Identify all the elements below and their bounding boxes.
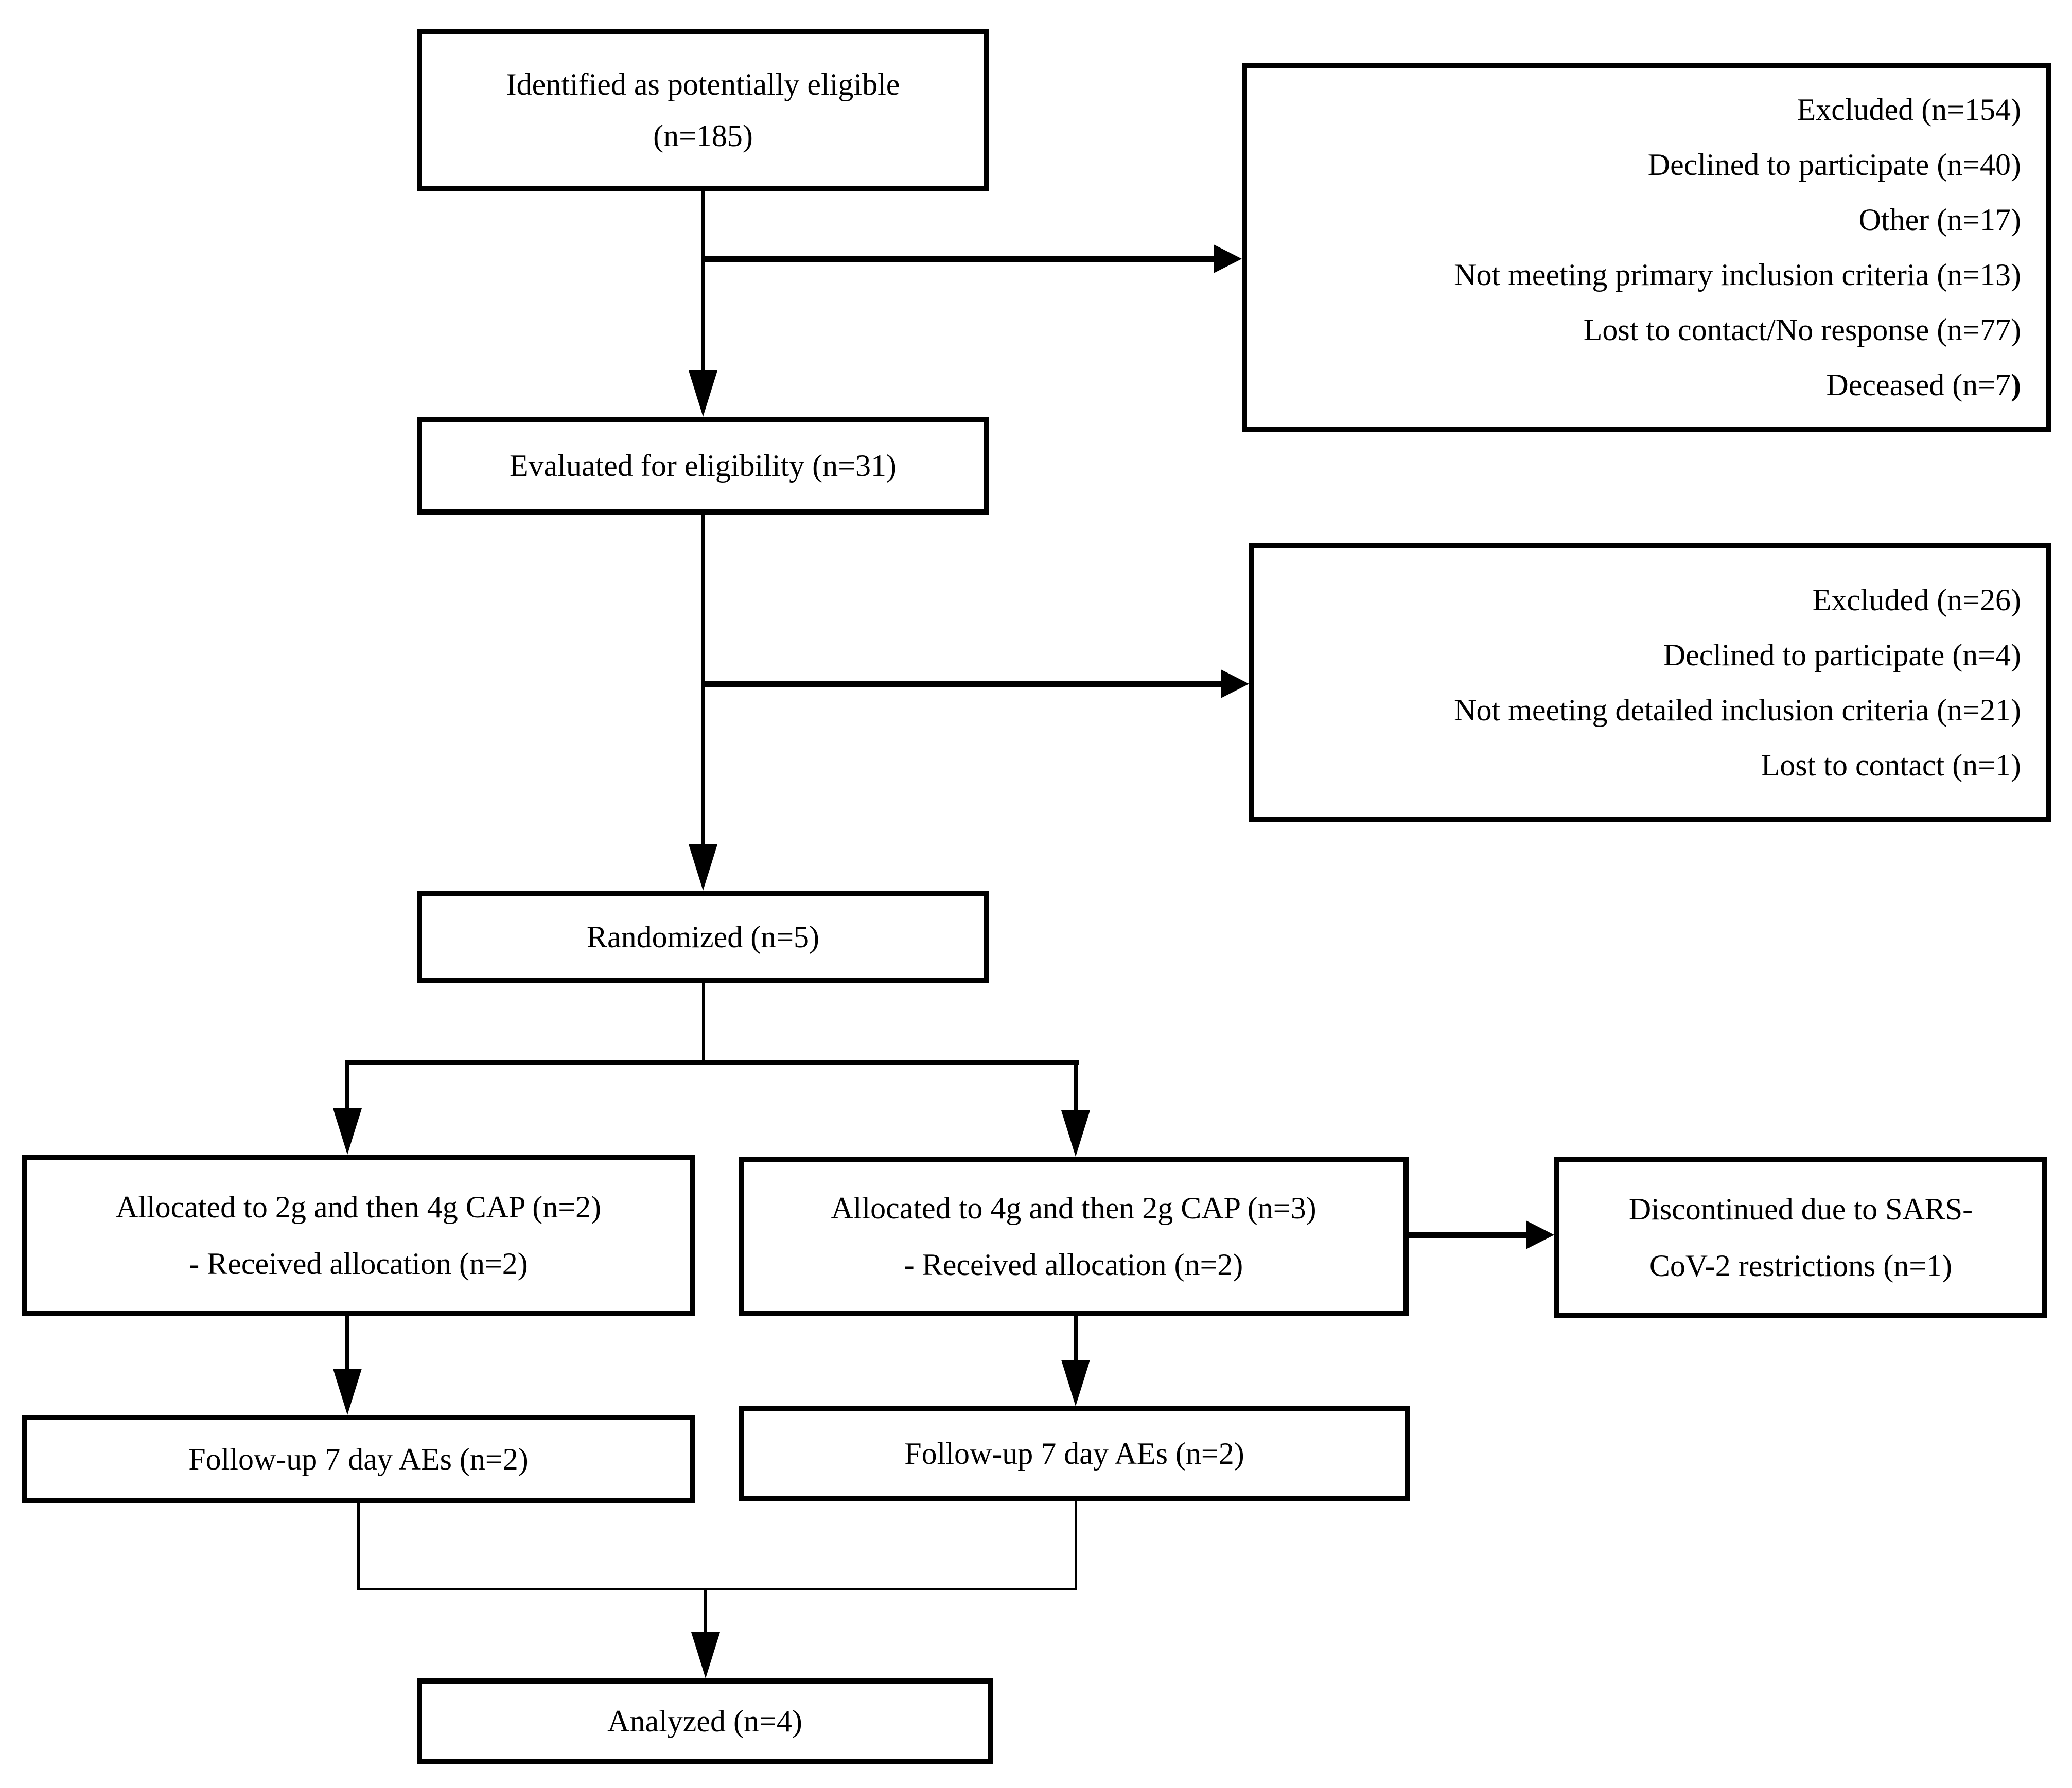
arrowhead-down-into-alloc-mid: [1061, 1110, 1090, 1157]
arrowhead-down-into-evaluated: [689, 370, 717, 417]
discontinued-line-1: Discontinued due to SARS-: [1628, 1192, 1973, 1226]
arrowhead-right-into-excluded-evaluation: [1221, 669, 1249, 698]
connector-randomized-stem-line: [702, 983, 705, 1063]
arrowhead-down-into-analyzed: [691, 1632, 720, 1678]
connector-split-to-alloc-left-line: [345, 1060, 349, 1110]
connector-alloc-mid-to-discontinued-line: [1409, 1232, 1527, 1238]
discontinued-line-2: CoV-2 restrictions (n=1): [1649, 1249, 1953, 1283]
arrowhead-down-into-alloc-left: [333, 1108, 362, 1155]
connector-randomized-split-line: [345, 1060, 1079, 1065]
box-evaluated-eligibility: Evaluated for eligibility (n=31): [417, 417, 989, 515]
arrowhead-right-into-discontinued: [1526, 1220, 1554, 1249]
box-followup-left: Follow-up 7 day AEs (n=2): [22, 1415, 695, 1503]
arrowhead-down-into-followup-left: [333, 1369, 362, 1415]
excluded-pre-other: Other (n=17): [1858, 202, 2021, 237]
connector-alloc-mid-to-followup-line: [1074, 1316, 1078, 1362]
alloc-2g4g-received: - Received allocation (n=2): [189, 1247, 528, 1281]
excluded-pre-deceased: Deceased (n=7): [1826, 358, 2021, 413]
connector-branch-to-excluded-prescreen-line: [703, 256, 1215, 262]
box-identified-eligible: Identified as potentially eligible (n=18…: [417, 29, 989, 191]
connector-alloc-left-to-followup-line: [345, 1316, 349, 1371]
excluded-eval-not-meeting-criteria: Not meeting detailed inclusion criteria …: [1454, 693, 2021, 727]
excluded-pre-declined: Declined to participate (n=40): [1647, 147, 2021, 182]
arrowhead-down-into-randomized: [689, 844, 717, 891]
alloc-4g2g-label: Allocated to 4g and then 2g CAP (n=3): [831, 1191, 1316, 1225]
connector-followup-left-join-line: [357, 1503, 360, 1590]
excluded-pre-lost-contact: Lost to contact/No response (n=77): [1583, 312, 2021, 347]
alloc-4g2g-received: - Received allocation (n=2): [904, 1248, 1243, 1282]
arrowhead-right-into-excluded-prescreen: [1214, 244, 1242, 273]
box-discontinued-sars-cov2: Discontinued due to SARS- CoV-2 restrict…: [1554, 1157, 2047, 1318]
evaluated-label: Evaluated for eligibility (n=31): [510, 448, 897, 483]
arrowhead-down-into-followup-mid: [1061, 1360, 1090, 1406]
connector-evaluated-to-randomized-line: [701, 514, 705, 846]
analyzed-label: Analyzed (n=4): [607, 1704, 802, 1738]
box-followup-mid: Follow-up 7 day AEs (n=2): [739, 1406, 1410, 1501]
box-allocated-4g-then-2g: Allocated to 4g and then 2g CAP (n=3) - …: [739, 1157, 1409, 1316]
connector-identified-to-evaluated-line: [701, 191, 705, 373]
followup-left-label: Follow-up 7 day AEs (n=2): [188, 1442, 529, 1476]
connector-followup-mid-join-line: [1075, 1501, 1077, 1590]
connector-join-to-analyzed-line: [704, 1588, 707, 1634]
connector-split-to-alloc-mid-line: [1074, 1060, 1078, 1112]
excluded-pre-not-meeting-criteria: Not meeting primary inclusion criteria (…: [1454, 257, 2021, 292]
identified-count: (n=185): [653, 119, 753, 153]
connector-branch-to-excluded-evaluation-line: [703, 681, 1222, 687]
excluded-pre-total: Excluded (n=154): [1797, 92, 2021, 127]
box-excluded-evaluation: Excluded (n=26) Declined to participate …: [1249, 543, 2051, 822]
excluded-pre-deceased-text: Deceased (n=7: [1826, 367, 2011, 402]
excluded-eval-lost-contact: Lost to contact (n=1): [1761, 748, 2021, 782]
box-randomized: Randomized (n=5): [417, 891, 989, 983]
box-excluded-prescreen: Excluded (n=154) Declined to participate…: [1242, 63, 2051, 432]
connector-join-horizontal-line: [357, 1588, 1077, 1590]
alloc-2g4g-label: Allocated to 2g and then 4g CAP (n=2): [115, 1190, 602, 1224]
box-analyzed: Analyzed (n=4): [417, 1678, 993, 1764]
followup-mid-label: Follow-up 7 day AEs (n=2): [904, 1436, 1244, 1471]
excluded-pre-deceased-paren: ): [2011, 367, 2021, 402]
randomized-label: Randomized (n=5): [586, 919, 820, 954]
identified-line-1: Identified as potentially eligible: [506, 67, 900, 101]
excluded-eval-declined: Declined to participate (n=4): [1663, 638, 2021, 672]
excluded-eval-total: Excluded (n=26): [1812, 582, 2021, 617]
box-allocated-2g-then-4g: Allocated to 2g and then 4g CAP (n=2) - …: [22, 1155, 695, 1316]
